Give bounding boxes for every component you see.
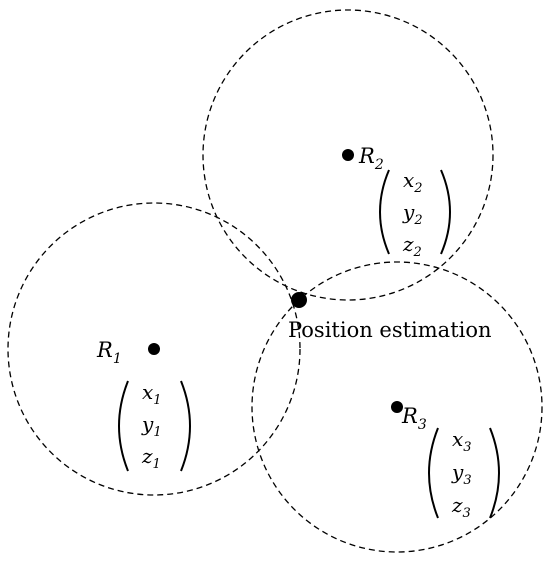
receiver-2-dot — [342, 149, 354, 161]
receiver-3-x: x3 — [452, 427, 472, 455]
receiver-3-right-paren — [489, 427, 500, 519]
position-estimate-label: Position estimation — [288, 318, 492, 342]
position-estimate-dot — [291, 292, 307, 308]
receiver-3-z: z3 — [451, 493, 471, 521]
receiver-1-right-paren — [180, 380, 191, 472]
receiver-1-dot — [148, 343, 160, 355]
receiver-1-label: R1 — [96, 338, 122, 367]
receiver-1-coordinates: x1 y1 z1 — [118, 380, 191, 472]
receiver-2: R2 x2 y2 z2 — [342, 144, 451, 260]
receiver-2-label: R2 — [358, 144, 384, 173]
position-estimate: Position estimation — [288, 292, 492, 342]
receiver-2-z: z2 — [402, 232, 422, 260]
receiver-2-right-paren — [440, 169, 451, 255]
range-circle-r3 — [251, 261, 543, 553]
receiver-1: R1 x1 y1 z1 — [96, 338, 191, 472]
receiver-3-dot — [391, 401, 403, 413]
range-circle-r1 — [7, 202, 301, 496]
receiver-1-left-paren — [118, 380, 129, 472]
receiver-2-coordinates: x2 y2 z2 — [379, 168, 451, 260]
receiver-3-left-paren — [428, 427, 439, 519]
receiver-1-y: y1 — [141, 412, 162, 440]
receiver-2-y: y2 — [402, 200, 423, 228]
receiver-1-z: z1 — [141, 444, 161, 472]
receiver-3-y: y3 — [451, 460, 472, 488]
receiver-3-coordinates: x3 y3 z3 — [428, 427, 500, 521]
range-circle-r2 — [202, 9, 494, 301]
receiver-3-label: R3 — [401, 404, 427, 433]
receiver-2-left-paren — [379, 169, 390, 255]
receiver-3: R3 x3 y3 z3 — [391, 401, 500, 521]
receiver-1-x: x1 — [142, 380, 162, 408]
receiver-2-x: x2 — [403, 168, 423, 196]
